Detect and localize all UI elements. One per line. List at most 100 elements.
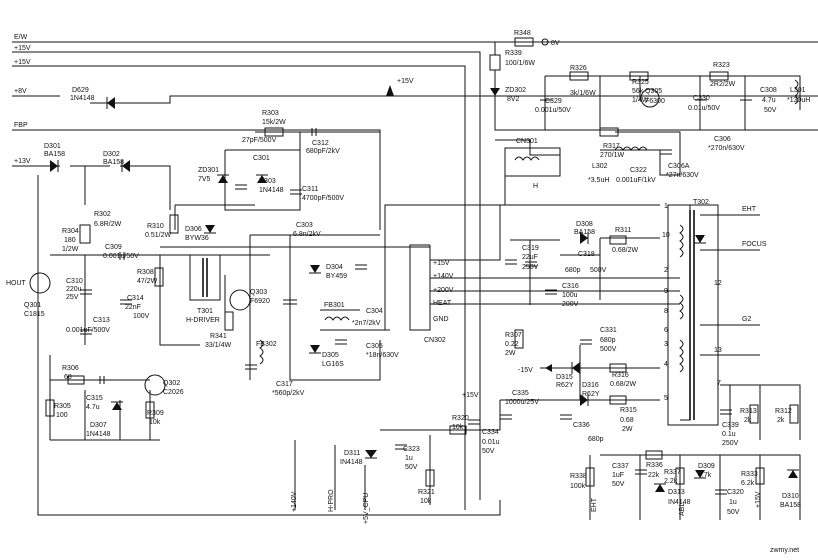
c316-label: C316 (562, 283, 579, 290)
c319-label: C319 (522, 245, 539, 252)
r309-label: R309 (147, 410, 164, 417)
d316-label: D316 (582, 382, 599, 389)
bus-8v-label: +8V (14, 88, 27, 95)
r313-val-label: 2k (744, 417, 752, 424)
labels: E/W+15V+15V+8VFBP+13VD6291N4148D301BA158… (6, 30, 810, 554)
c323-label: C323 (403, 446, 420, 453)
d311-val-label: IN4148 (340, 459, 363, 466)
c308-label: C308 (760, 87, 777, 94)
fb301-label: FB301 (324, 302, 345, 309)
c303-label: C303 (296, 222, 313, 229)
d309-label: D309 (698, 463, 715, 470)
r341-label: R341 (210, 333, 227, 340)
t301-val-label: H-DRIVER (186, 317, 220, 324)
c330-val-label: 0.01u/50V (688, 105, 720, 112)
pin3-label: 3 (664, 341, 668, 348)
cn-15v-label: +15V (433, 260, 450, 267)
pin12-label: 12 (714, 280, 722, 287)
d315-val-label: R62Y (556, 382, 574, 389)
q303-label: Q303 (250, 289, 267, 296)
bottom-abl-label: ABL (679, 503, 686, 516)
c310-label: C310 (66, 278, 83, 285)
r306-label: R306 (62, 365, 79, 372)
c314-v1-label: 22nF (125, 304, 141, 311)
d315-label: D315 (556, 374, 573, 381)
pin4-label: 4 (664, 361, 668, 368)
neg15v-label: -15V (518, 367, 533, 374)
c316-v1-label: 100u (562, 292, 578, 299)
r305-label: R305 (54, 403, 71, 410)
pin2-label: 2 (664, 267, 668, 274)
d303-val-label: 1N4148 (259, 187, 284, 194)
r312-val-label: 2k (777, 417, 785, 424)
c318-val-label: 680p (565, 267, 581, 274)
d313-val-label: IN4148 (668, 499, 691, 506)
c308-v1-label: 4.7u (762, 97, 776, 104)
c317-label: C317 (276, 381, 293, 388)
c334-v1-label: 0.01u (482, 439, 500, 446)
c323-v1-label: 1u (405, 455, 413, 462)
c301-val-top-label: 27pF/500V (242, 137, 277, 144)
r341-val-label: 33/1/4W (205, 342, 231, 349)
d310-val-label: BA158 (780, 502, 801, 509)
t302-label: T302 (693, 199, 709, 206)
r316-val-label: 0.68/2W (610, 381, 636, 388)
r337-val-label: 2.2k (664, 478, 678, 485)
r323-label: R323 (713, 62, 730, 69)
r321-val-label: 10k (420, 498, 432, 505)
r304-val2-label: 1/2W (62, 246, 79, 253)
cn301-label: CN301 (516, 138, 538, 145)
r311-val-label: 0.68/2W (612, 247, 638, 254)
d629-val-label: 1N4148 (70, 95, 95, 102)
c320-v2-label: 50V (727, 509, 740, 516)
fb302-label: FB302 (256, 341, 277, 348)
l302-val-label: *3.5uH (588, 177, 609, 184)
v8-label-label: 8V (551, 40, 560, 47)
c308-v2-label: 50V (764, 107, 777, 114)
r312-label: R312 (775, 408, 792, 415)
g2-out-label: G2 (742, 316, 751, 323)
pin10-label: 10 (662, 232, 670, 239)
c339-label: C339 (722, 422, 739, 429)
d310-label: D310 (782, 493, 799, 500)
c337-label: C337 (612, 463, 629, 470)
c315-val-label: 4.7u (86, 404, 100, 411)
d307-val-label: 1N4148 (86, 431, 111, 438)
c319-v2-label: 250V (522, 264, 539, 271)
c311-val-label: 4700pF/500V (302, 195, 344, 202)
c313-label: C313 (93, 317, 110, 324)
c322-val-label: 0.001uF/1kV (616, 177, 656, 184)
component-symbols (29, 37, 799, 495)
c320-v1-label: 1u (729, 499, 737, 506)
r326-label: R326 (570, 65, 587, 72)
c306-label: C306 (714, 136, 731, 143)
bottom-5vcpu-label: +5V_CPU (363, 493, 370, 524)
c318-label: C318 (578, 251, 595, 258)
zd302-val-label: 8V2 (507, 96, 520, 103)
d304-label: D304 (326, 264, 343, 271)
r336-val-label: 22k (648, 472, 660, 479)
r326-val-label: 3k/1/6W (570, 90, 596, 97)
focus-out-label: FOCUS (742, 241, 767, 248)
q302-val-label: C2026 (163, 389, 184, 396)
r325-v2-label: 1/4W (632, 97, 649, 104)
c336-label: C336 (573, 422, 590, 429)
pin6-label: 6 (664, 327, 668, 334)
c323-v2-label: 50V (405, 464, 418, 471)
r315-v2-label: 2W (622, 426, 633, 433)
c312-val-label: 680pF/2kV (306, 148, 340, 155)
r333-label: R333 (741, 471, 758, 478)
l301-label: L301 (790, 87, 806, 94)
r321-label: R321 (418, 489, 435, 496)
cn-200v-label: +200V (433, 287, 454, 294)
c335-label: C335 (512, 390, 529, 397)
c304-val-label: *2n7/2kV (352, 320, 381, 327)
c317-val-label: *560p/2kV (272, 390, 305, 397)
pin13-label: 13 (714, 347, 722, 354)
r310-val-label: 0.51/2W (145, 232, 171, 239)
c301-label: C301 (253, 155, 270, 162)
pin5-label: 5 (664, 395, 668, 402)
d308-val-label: BA158 (574, 229, 595, 236)
